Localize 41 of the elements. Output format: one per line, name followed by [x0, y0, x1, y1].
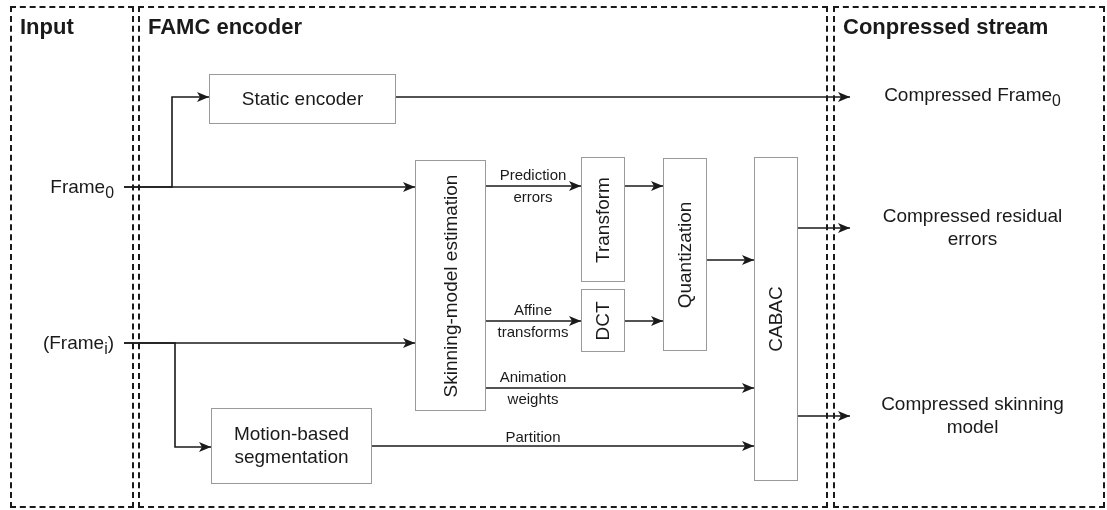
arrow — [797, 223, 851, 233]
edge-label: Prediction errors — [498, 165, 568, 207]
process-box — [415, 160, 486, 411]
box-label: DCT — [591, 299, 614, 343]
process-box — [581, 289, 625, 352]
process-box — [663, 158, 707, 351]
box-label: Quantization — [673, 200, 696, 310]
input-label: (Frame$_{i}$) — [18, 329, 124, 357]
output-label: Compressed Frame$_{0}$ — [884, 83, 1061, 111]
dashed-panel — [138, 6, 828, 508]
dashed-panel — [833, 6, 1105, 508]
process-box — [211, 408, 372, 484]
arrow — [485, 181, 582, 191]
arrow — [371, 441, 755, 451]
panel-heading: Input — [20, 14, 74, 40]
box-label: Skinning-model estimation — [439, 173, 462, 399]
panel-heading: Conpressed stream — [843, 14, 1049, 40]
box-label: Transform — [591, 175, 614, 265]
arrow — [624, 316, 664, 326]
process-box — [209, 74, 396, 124]
edge-label: Animation weights — [498, 367, 568, 409]
process-box — [581, 157, 625, 282]
dashed-panel — [10, 6, 134, 508]
arrow — [485, 316, 582, 326]
arrow — [395, 92, 851, 102]
edge-label: Affine transforms — [496, 300, 570, 342]
box-label: Static encoder — [241, 87, 364, 111]
arrow — [123, 182, 416, 192]
output-label: Compressed residual errors — [881, 205, 1064, 251]
process-box — [754, 157, 798, 481]
arrow — [706, 255, 755, 265]
arrow — [485, 383, 755, 393]
box-label: CABAC — [764, 285, 787, 354]
arrow — [797, 411, 851, 421]
edge-label: Partition — [505, 427, 561, 445]
panel-heading: FAMC encoder — [148, 14, 303, 40]
box-label: Motion-based segmentation — [232, 423, 351, 469]
arrow — [624, 181, 664, 191]
output-label: Compressed skinning model — [880, 393, 1065, 439]
input-label: Frame$_{0}$ — [18, 173, 124, 201]
arrow — [123, 342, 212, 452]
